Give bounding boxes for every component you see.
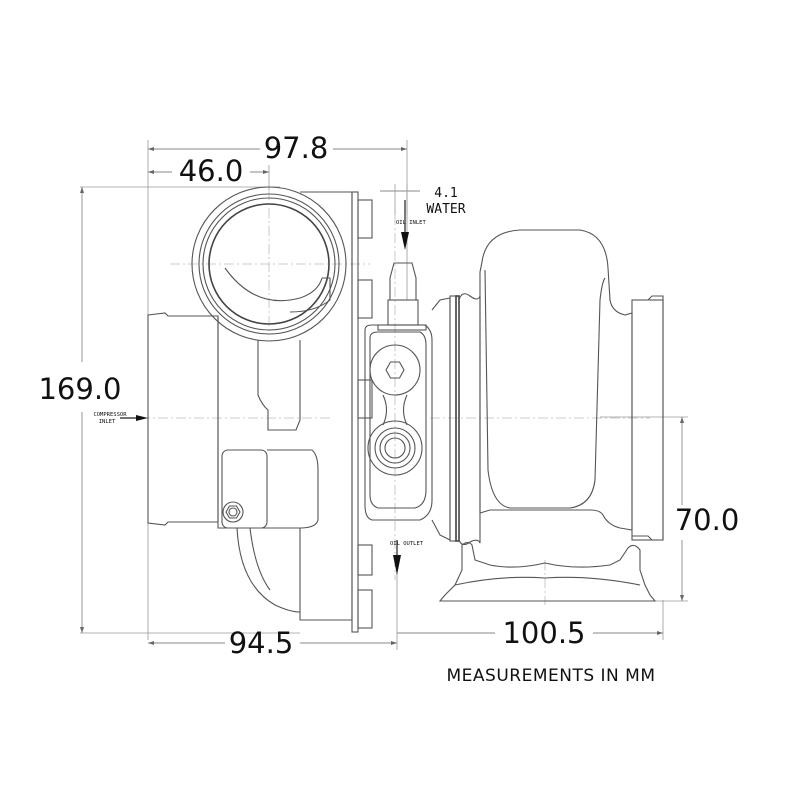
oil-inlet-arrow-icon: [401, 232, 409, 250]
dim-inlet-center-offset: 46.0: [179, 154, 244, 188]
compressor-inlet-arrow-icon: [136, 415, 148, 421]
dim-water-port-offset: 4.1: [434, 186, 457, 201]
label-oil-inlet: OIL INLET: [396, 220, 426, 226]
dim-turbine-outlet-height: 70.0: [675, 503, 740, 537]
turbine-housing: [438, 229, 664, 602]
dim-overall-height: 169.0: [38, 372, 121, 406]
dim-overall-width-top: 97.8: [264, 131, 329, 165]
label-compressor-inlet-line1: COMPRESSOR: [93, 412, 127, 418]
label-water: WATER: [426, 202, 465, 217]
units-caption: MEASUREMENTS IN MM: [447, 666, 656, 686]
flow-arrows: [120, 200, 409, 575]
center-lines: [140, 190, 650, 605]
label-compressor-inlet-line2: INLET: [99, 419, 116, 425]
dim-bottom-width-right: 100.5: [502, 616, 585, 650]
oil-outlet-arrow-icon: [393, 555, 401, 575]
dimension-lines: [80, 140, 688, 650]
dim-bottom-width-left: 94.5: [229, 626, 294, 660]
center-housing: [364, 262, 481, 546]
label-oil-outlet: OIL OUTLET: [390, 541, 424, 547]
compressor-housing: [147, 186, 373, 633]
